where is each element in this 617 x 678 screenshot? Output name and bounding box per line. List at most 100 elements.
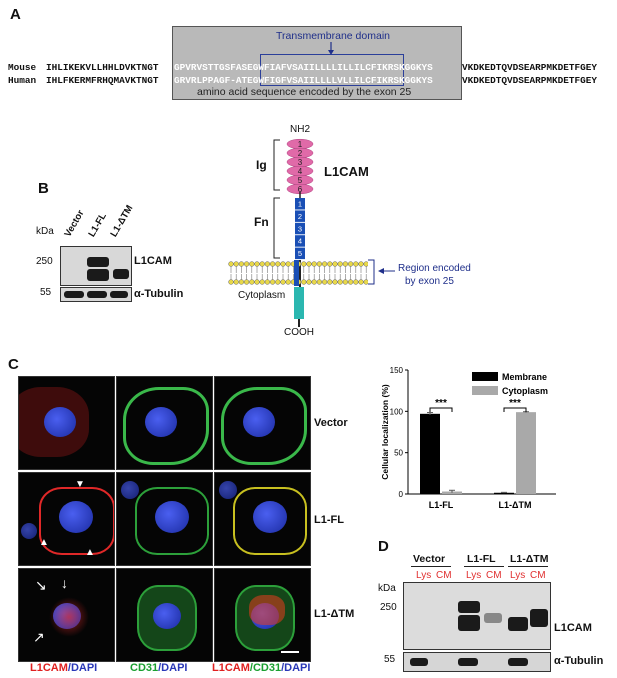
lipid-head bbox=[285, 261, 291, 267]
y-axis-label: Cellular localization (%) bbox=[380, 384, 390, 480]
panel-d-letter: D bbox=[378, 538, 389, 555]
fn-domain-2 bbox=[295, 210, 305, 222]
col-label-1: L1CAM/DAPI bbox=[30, 662, 98, 674]
l1cam-protein-label: L1CAM bbox=[324, 164, 369, 179]
blot-d-group-vector: Vector bbox=[413, 553, 446, 565]
cooh-stalk bbox=[298, 319, 300, 327]
blot-d-marker-55: 55 bbox=[384, 654, 396, 665]
fn-domain-1 bbox=[295, 198, 305, 210]
lipid-head bbox=[327, 279, 333, 285]
lipid-head bbox=[301, 261, 307, 267]
sig-bracket bbox=[429, 407, 453, 413]
d-band-dtm-lys bbox=[508, 617, 528, 631]
lane-d-v-lys: Lys bbox=[416, 570, 432, 581]
lipid-head bbox=[342, 279, 349, 285]
legend-swatch bbox=[472, 386, 498, 395]
lipid-head bbox=[243, 279, 250, 285]
img-dtm-merge bbox=[214, 568, 311, 662]
lane-d-dtm-lys: Lys bbox=[510, 570, 526, 581]
blot-b-tubulin bbox=[60, 287, 132, 302]
y-tick-label: 50 bbox=[394, 449, 403, 458]
lipid-head bbox=[316, 279, 323, 285]
scale-bar bbox=[281, 651, 299, 653]
img-dtm-l1cam: ↘ ↓ ↗ bbox=[18, 568, 115, 662]
tubulin-band-3 bbox=[110, 291, 128, 298]
bar-membrane-0 bbox=[420, 413, 440, 494]
lipid-head bbox=[259, 261, 265, 267]
lipid-head bbox=[269, 279, 276, 285]
lipid-head bbox=[254, 279, 260, 285]
lipid-head bbox=[275, 279, 281, 285]
legend-label: Cytoplasm bbox=[502, 386, 548, 396]
lipid-head bbox=[228, 279, 234, 285]
lipid-head bbox=[259, 279, 265, 285]
y-tick-label: 0 bbox=[399, 490, 404, 499]
img-dtm-cd31 bbox=[116, 568, 213, 662]
fn-label: Fn bbox=[254, 215, 269, 229]
blot-b-l1cam-label: L1CAM bbox=[134, 255, 172, 267]
exon25-box bbox=[172, 26, 462, 100]
fn-domain-label: 2 bbox=[298, 212, 302, 221]
blot-d-group-fl: L1-FL bbox=[467, 553, 496, 565]
group-line-vector bbox=[411, 566, 451, 567]
img-vector-l1cam bbox=[18, 376, 115, 470]
lipid-head bbox=[321, 279, 328, 285]
lipid-head bbox=[311, 261, 317, 267]
blot-b-kda: kDa bbox=[36, 226, 54, 237]
lipid-head bbox=[233, 279, 239, 285]
lipid-head bbox=[332, 279, 338, 285]
lipid-head bbox=[358, 279, 364, 285]
col-label-2: CD31/DAPI bbox=[130, 662, 188, 674]
ig-domain-label: 3 bbox=[298, 158, 303, 167]
tm-arrow-icon bbox=[328, 42, 334, 55]
lane-d-dtm-cm: CM bbox=[530, 570, 546, 581]
human-label: Human bbox=[8, 75, 37, 86]
lipid-head bbox=[264, 261, 271, 267]
blot-d-tubulin-label: α-Tubulin bbox=[554, 655, 604, 667]
blot-b-tubulin-label: α-Tubulin bbox=[134, 288, 184, 300]
row-label-vector: Vector bbox=[314, 417, 348, 429]
blot-d-tubulin bbox=[403, 652, 551, 672]
tm-segment bbox=[294, 260, 299, 286]
lipid-head bbox=[269, 261, 276, 267]
blot-b-lane-fl: L1-FL bbox=[86, 211, 109, 239]
cytoplasmic-domain bbox=[294, 287, 304, 319]
lipid-head bbox=[243, 261, 250, 267]
human-seq-exon: GRVRLPPAGF-ATEGWFIGFVSAIILLLLVLLILCFIKRS… bbox=[174, 75, 433, 86]
blot-b-marker-55: 55 bbox=[40, 287, 52, 298]
legend-label: Membrane bbox=[502, 372, 547, 382]
d-tub-v bbox=[410, 658, 428, 666]
lipid-head bbox=[280, 279, 286, 285]
fn-domain-label: 3 bbox=[298, 224, 302, 233]
lipid-head bbox=[311, 279, 317, 285]
lipid-head bbox=[353, 261, 359, 267]
ig-domain-label: 1 bbox=[298, 140, 303, 149]
fn-domain-5 bbox=[295, 247, 305, 260]
region-label-1: Region encoded bbox=[398, 263, 471, 274]
lipid-head bbox=[254, 261, 260, 267]
fn-domain-3 bbox=[295, 222, 305, 235]
tm-domain-label: Transmembrane domain bbox=[276, 30, 390, 42]
cytoplasm-label: Cytoplasm bbox=[238, 290, 286, 301]
band-fl-lower bbox=[87, 269, 109, 281]
fn-domain-label: 5 bbox=[298, 249, 302, 258]
lipid-head bbox=[280, 261, 286, 267]
d-band-dtm-cm bbox=[530, 609, 548, 627]
lipid-head bbox=[264, 279, 271, 285]
lipid-head bbox=[238, 279, 245, 285]
lipid-head bbox=[249, 279, 255, 285]
mouse-seq-right: VKDKEDTQVDSEARPMKDETFGEY bbox=[462, 62, 598, 73]
fn-domain-4 bbox=[295, 235, 305, 247]
lipid-head bbox=[285, 279, 291, 285]
ig-domain-label: 4 bbox=[298, 167, 303, 176]
band-fl-upper bbox=[87, 257, 109, 267]
lipid-head bbox=[337, 261, 343, 267]
human-seq-right: VKDKEDTQVDSEARPMKDETFGEY bbox=[462, 75, 598, 86]
legend-swatch bbox=[472, 372, 498, 381]
blot-d-group-dtm: L1-ΔTM bbox=[510, 553, 549, 565]
d-band-fl-lys-1 bbox=[458, 601, 480, 613]
mouse-label: Mouse bbox=[8, 62, 37, 73]
blot-d-l1cam bbox=[403, 582, 551, 650]
tubulin-band-1 bbox=[64, 291, 84, 298]
